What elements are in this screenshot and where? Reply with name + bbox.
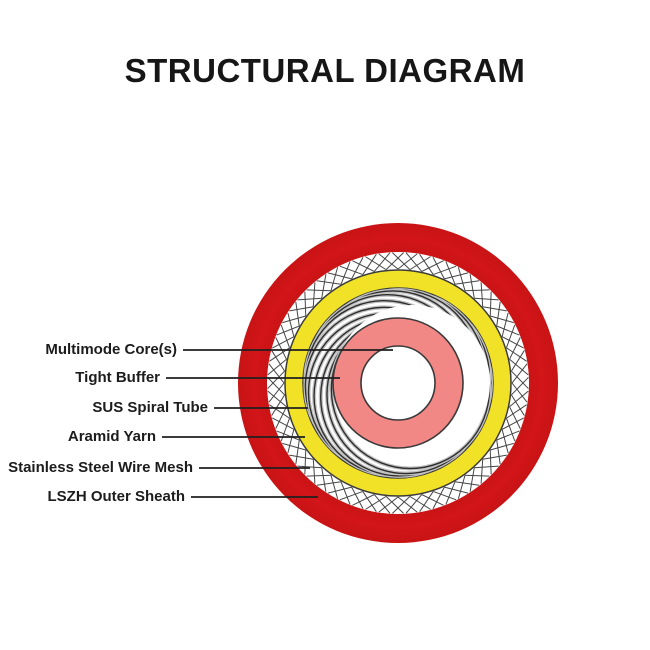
label-lszh-outer-sheath: LSZH Outer Sheath bbox=[47, 488, 185, 505]
label-tight-buffer: Tight Buffer bbox=[75, 369, 160, 386]
leader-lines bbox=[162, 349, 393, 498]
label-multimode-cores: Multimode Core(s) bbox=[45, 341, 177, 358]
label-sus-spiral-tube: SUS Spiral Tube bbox=[92, 399, 208, 416]
label-aramid-yarn: Aramid Yarn bbox=[67, 428, 156, 445]
core-circle bbox=[360, 345, 436, 421]
label-stainless-steel-wire-mesh: Stainless Steel Wire Mesh bbox=[8, 459, 193, 476]
page-title: STRUCTURAL DIAGRAM bbox=[124, 52, 526, 89]
